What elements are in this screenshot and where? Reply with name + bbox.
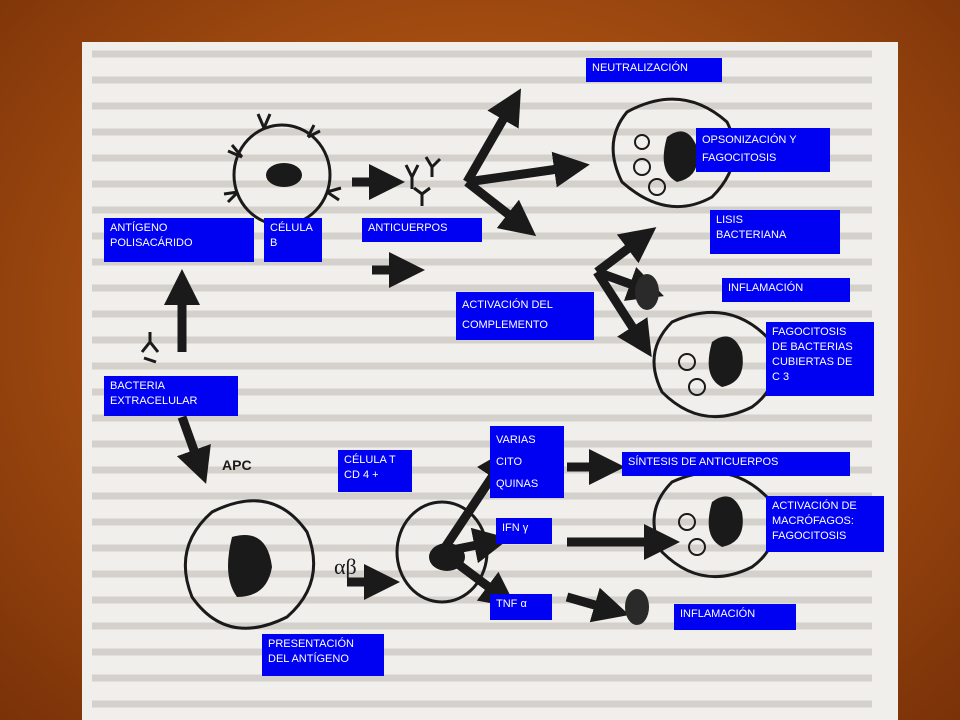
phagocyte-3 (652, 470, 776, 579)
bacterium-inflammation-1 (635, 274, 659, 310)
label-presentacion: PRESENTACIÓN DEL ANTÍGENO (262, 634, 384, 676)
label-inflamacion-1: INFLAMACIÓN (722, 278, 850, 302)
label-fagocitosis-bacterias: FAGOCITOSIS DE BACTERIAS CUBIERTAS DE C … (766, 322, 874, 396)
label-sintesis: SÍNTESIS DE ANTICUERPOS (622, 452, 850, 476)
label-activacion-complemento: ACTIVACIÓN DEL COMPLEMENTO (456, 292, 594, 340)
label-antigeno: ANTÍGENO POLISACÁRIDO (104, 218, 254, 262)
alpha-beta-label: αβ (334, 554, 357, 579)
label-ifn: IFN γ (496, 518, 552, 544)
label-inflamacion-2: INFLAMACIÓN (674, 604, 796, 630)
phagocyte-2 (652, 310, 776, 419)
label-celula-t: CÉLULA T CD 4 + (338, 450, 412, 492)
apc-cell: APC (183, 457, 316, 630)
label-activacion-macrofagos: ACTIVACIÓN DE MACRÓFAGOS: FAGOCITOSIS (766, 496, 884, 552)
label-varias-citoquinas: VARIAS CITO QUINAS (490, 426, 564, 498)
bacterium-inflammation-2 (625, 589, 649, 625)
t-cell: αβ (334, 500, 489, 604)
label-tnf: TNF α (490, 594, 552, 620)
label-opsonizacion: OPSONIZACIÓN Y FAGOCITOSIS (696, 128, 830, 172)
flow-arrows (164, 88, 680, 623)
label-neutralizacion: NEUTRALIZACIÓN (586, 58, 722, 82)
free-antibodies (404, 156, 442, 206)
label-anticuerpos: ANTICUERPOS (362, 218, 482, 242)
apc-label: APC (222, 457, 252, 473)
label-celula-b: CÉLULA B (264, 218, 322, 262)
bacteria-antigen (140, 332, 160, 364)
label-lisis: LISIS BACTERIANA (710, 210, 840, 254)
label-bacteria: BACTERIA EXTRACELULAR (104, 376, 238, 416)
diagram-panel: APC αβ NEUTRALIZACIÓN OPSONIZACIÓN Y FAG… (82, 42, 898, 720)
phagocyte-1 (611, 97, 736, 209)
